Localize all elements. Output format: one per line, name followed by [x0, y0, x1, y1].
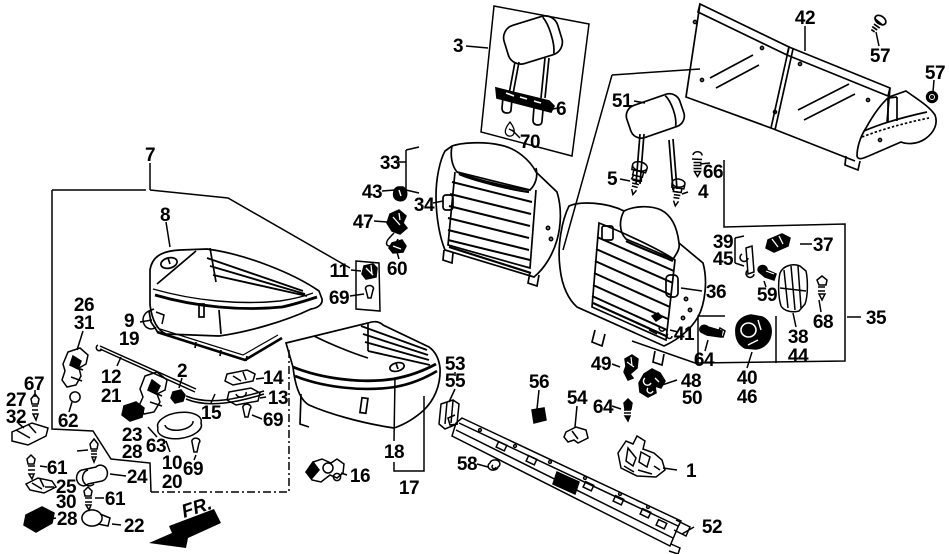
svg-text:4: 4 — [698, 182, 709, 203]
svg-text:64: 64 — [694, 350, 715, 371]
svg-text:40: 40 — [737, 368, 757, 389]
svg-text:14: 14 — [263, 368, 284, 389]
svg-text:66: 66 — [703, 162, 723, 183]
svg-text:8: 8 — [160, 205, 170, 226]
svg-text:59: 59 — [757, 285, 777, 306]
svg-text:5: 5 — [607, 169, 618, 190]
svg-text:68: 68 — [813, 312, 833, 333]
svg-text:51: 51 — [612, 91, 633, 112]
svg-text:21: 21 — [101, 386, 122, 407]
svg-text:31: 31 — [74, 313, 95, 334]
svg-text:16: 16 — [350, 466, 370, 487]
svg-text:22: 22 — [124, 516, 144, 537]
svg-text:20: 20 — [162, 472, 182, 493]
svg-text:36: 36 — [706, 282, 726, 303]
svg-text:54: 54 — [567, 388, 588, 409]
svg-text:23: 23 — [122, 425, 142, 446]
svg-text:28: 28 — [57, 509, 77, 530]
svg-text:6: 6 — [556, 99, 566, 120]
svg-text:50: 50 — [682, 388, 702, 409]
svg-text:25: 25 — [56, 477, 77, 498]
svg-text:30: 30 — [56, 492, 76, 513]
svg-text:38: 38 — [788, 327, 808, 348]
svg-text:60: 60 — [387, 259, 407, 280]
svg-text:34: 34 — [414, 195, 435, 216]
svg-text:55: 55 — [445, 371, 466, 392]
svg-text:44: 44 — [788, 346, 809, 367]
svg-text:61: 61 — [47, 458, 68, 479]
svg-text:19: 19 — [119, 329, 139, 350]
svg-text:9: 9 — [124, 311, 134, 332]
svg-text:69: 69 — [263, 410, 283, 431]
svg-text:46: 46 — [737, 387, 757, 408]
svg-text:13: 13 — [268, 388, 288, 409]
svg-text:49: 49 — [591, 354, 611, 375]
svg-text:17: 17 — [399, 478, 419, 499]
svg-text:1: 1 — [686, 461, 697, 482]
svg-text:53: 53 — [445, 354, 465, 375]
svg-text:62: 62 — [58, 411, 78, 432]
svg-text:3: 3 — [453, 36, 463, 57]
svg-text:2: 2 — [177, 361, 187, 382]
svg-text:48: 48 — [681, 371, 701, 392]
svg-text:28: 28 — [122, 442, 142, 463]
svg-text:27: 27 — [6, 390, 26, 411]
svg-text:7: 7 — [145, 145, 155, 166]
svg-text:57: 57 — [925, 63, 945, 84]
svg-text:35: 35 — [866, 308, 887, 329]
svg-text:56: 56 — [529, 372, 549, 393]
svg-text:39: 39 — [713, 232, 733, 253]
svg-text:11: 11 — [329, 261, 349, 282]
svg-text:41: 41 — [674, 324, 695, 345]
svg-text:64: 64 — [593, 397, 614, 418]
svg-text:69: 69 — [183, 459, 203, 480]
svg-text:33: 33 — [380, 153, 400, 174]
svg-text:24: 24 — [127, 467, 148, 488]
svg-text:61: 61 — [105, 489, 126, 510]
svg-text:67: 67 — [24, 374, 44, 395]
svg-text:26: 26 — [74, 295, 94, 316]
svg-text:52: 52 — [702, 517, 722, 538]
svg-text:58: 58 — [457, 454, 477, 475]
svg-text:18: 18 — [384, 442, 404, 463]
svg-text:57: 57 — [870, 46, 890, 67]
svg-text:37: 37 — [813, 235, 833, 256]
svg-text:70: 70 — [520, 132, 540, 153]
svg-text:63: 63 — [146, 436, 166, 457]
svg-text:15: 15 — [201, 403, 222, 424]
svg-text:43: 43 — [362, 182, 382, 203]
svg-text:45: 45 — [713, 249, 734, 270]
svg-text:32: 32 — [6, 407, 26, 428]
svg-text:10: 10 — [162, 453, 182, 474]
svg-text:12: 12 — [101, 367, 121, 388]
svg-text:42: 42 — [795, 8, 815, 29]
svg-text:69: 69 — [329, 288, 349, 309]
svg-text:47: 47 — [353, 212, 373, 233]
